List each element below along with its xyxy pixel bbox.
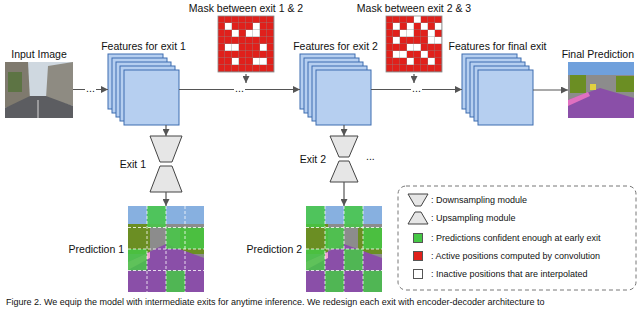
street-photo (5, 62, 73, 118)
exit-box: Exit 2 (330, 136, 358, 182)
segmentation-map (590, 84, 596, 90)
node-label: Final Prediction (562, 48, 634, 60)
legend-swatch (413, 233, 423, 243)
node-label: Prediction 2 (247, 243, 302, 255)
legend-text: : Active positions computed by convoluti… (431, 251, 600, 262)
encoder-decoder-exit (150, 166, 182, 192)
node-label: Mask between exit 1 & 2 (189, 2, 303, 14)
encoder-decoder-exit (150, 136, 358, 192)
segmentation-map (306, 206, 382, 292)
flow-arrow (165, 125, 166, 136)
feature-box: Features for exit 1 (108, 54, 179, 125)
segmentation-map (344, 249, 363, 271)
segmentation-map (568, 92, 590, 106)
segmentation-map (325, 228, 344, 250)
legend-frame (398, 186, 636, 290)
feature-stack (462, 54, 533, 125)
legend-text: : Downsampling module (431, 195, 527, 206)
node-label: Features for final exit (448, 40, 546, 52)
flow-arrow (343, 125, 344, 136)
segmentation-map (344, 206, 363, 228)
flow-arrow (533, 89, 568, 90)
legend-text: : Predictions confident enough at early … (431, 233, 601, 244)
feature-stack (478, 70, 533, 125)
street-photo (5, 62, 73, 118)
mask-arrow (245, 74, 246, 83)
mask-box: Mask between exit 1 & 2 (218, 16, 274, 72)
prediction-box: Prediction 2 (306, 206, 382, 292)
legend-icon (408, 194, 428, 224)
figure-caption: Figure 2. We equip the model with interm… (6, 297, 544, 308)
segmentation-map (306, 206, 325, 228)
node-label: Mask between exit 2 & 3 (357, 2, 471, 14)
segmentation-map (306, 206, 382, 292)
mask-grid (386, 16, 442, 72)
mask-arrow (246, 74, 414, 83)
segmentation-map (568, 62, 634, 75)
segmentation-map (147, 206, 166, 228)
segmentation-map (363, 228, 382, 250)
mask-grid (386, 16, 442, 72)
encoder-decoder-exit (330, 161, 358, 182)
legend-icon (408, 194, 428, 206)
segmentation-map (568, 88, 634, 118)
street-photo (5, 96, 73, 118)
segmentation-map (363, 271, 382, 293)
encoder-decoder-exit (330, 136, 358, 157)
segmentation-map (306, 249, 325, 271)
mask-grid (218, 16, 274, 72)
segmentation-map (570, 75, 586, 93)
ellipsis-label: ... (366, 150, 375, 162)
feature-box: Features for exit 2 (300, 54, 371, 125)
exit-box: Exit 1 (150, 136, 182, 192)
feature-stack (124, 70, 179, 125)
flow-arrow (165, 192, 166, 206)
mask-grid (386, 16, 442, 72)
node-label: Exit 1 (120, 158, 146, 170)
segmentation-map (325, 271, 344, 293)
legend-text: : Inactive positions that are interpolat… (431, 269, 588, 280)
node-label: Exit 2 (300, 153, 326, 165)
segmentation-map (568, 62, 634, 118)
segmentation-map (306, 206, 382, 292)
image-box: Final Prediction (568, 62, 634, 118)
segmentation-map (568, 62, 634, 118)
legend-text: : Upsampling module (431, 213, 516, 224)
prediction-box: Prediction 1 (128, 206, 204, 292)
encoder-decoder-exit (150, 136, 182, 162)
node-label: Features for exit 2 (293, 40, 378, 52)
feature-stack (108, 54, 179, 125)
flow-arrow (343, 182, 344, 206)
mask-box: Mask between exit 2 & 3 (386, 16, 442, 72)
segmentation-map (185, 228, 204, 250)
street-photo (8, 72, 22, 92)
segmentation-map (616, 76, 634, 92)
segmentation-map (128, 206, 204, 292)
mask-grid (218, 16, 274, 72)
segmentation-map (128, 206, 204, 292)
edge-label: ... (411, 83, 422, 93)
legend-icon (408, 212, 428, 224)
segmentation-map (128, 206, 204, 292)
edge-label: ... (85, 83, 96, 93)
segmentation-map (128, 206, 204, 292)
feature-stack (316, 70, 371, 125)
node-label: Input Image (11, 48, 66, 60)
legend-swatch (413, 251, 423, 261)
mask-grid (218, 16, 274, 72)
image-box: Input Image (5, 62, 73, 118)
legend-swatch (413, 269, 423, 279)
segmentation-map (166, 228, 185, 250)
node-label: Prediction 1 (69, 243, 124, 255)
node-label: Features for exit 1 (101, 40, 186, 52)
segmentation-map (306, 206, 382, 292)
segmentation-map (166, 271, 185, 293)
legend-frame (398, 186, 636, 290)
feature-box: Features for final exit (462, 54, 533, 125)
street-photo (38, 100, 39, 118)
edge-label: ... (234, 83, 245, 93)
feature-stack (300, 54, 371, 125)
segmentation-map (128, 249, 147, 271)
